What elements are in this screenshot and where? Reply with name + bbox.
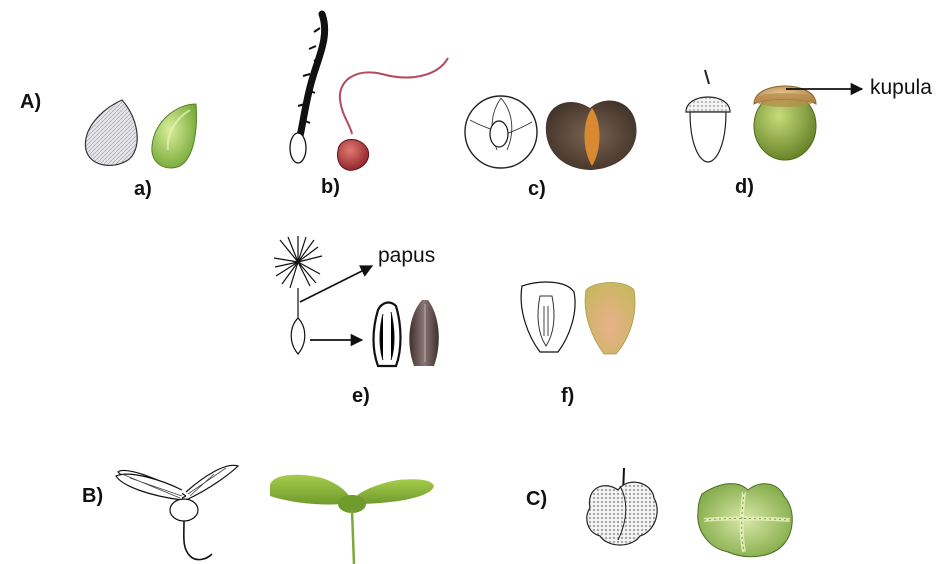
section-label-C: C) bbox=[526, 488, 547, 511]
section-label-B: B) bbox=[82, 485, 103, 508]
fig-B-photo bbox=[270, 475, 434, 564]
fig-label-b: b) bbox=[321, 176, 340, 199]
fig-label-f: f) bbox=[561, 385, 574, 408]
fig-f-drawing bbox=[521, 282, 575, 352]
fig-B-drawing bbox=[116, 465, 238, 559]
fig-c-drawing bbox=[465, 96, 537, 168]
fig-C-photo bbox=[698, 484, 792, 557]
annotation-kupula: kupula bbox=[870, 76, 932, 100]
fig-c-photo bbox=[546, 101, 637, 170]
fig-e-achene-drawing bbox=[374, 303, 401, 366]
fig-b-drawing bbox=[290, 14, 325, 163]
fig-C-drawing bbox=[587, 468, 657, 545]
fig-f-photo bbox=[585, 283, 635, 355]
fig-label-c: c) bbox=[528, 178, 546, 201]
annotation-papus: papus bbox=[378, 244, 435, 268]
papus-arrow bbox=[300, 266, 372, 302]
fig-b-photo bbox=[337, 58, 448, 170]
fig-d-photo bbox=[754, 86, 816, 160]
fig-a-photo bbox=[152, 104, 197, 168]
fig-a-drawing bbox=[85, 100, 137, 165]
fig-label-d: d) bbox=[735, 176, 754, 199]
fig-e-photo bbox=[409, 300, 438, 366]
fig-label-e: e) bbox=[352, 385, 370, 408]
fig-d-drawing bbox=[686, 70, 730, 162]
section-label-A: A) bbox=[20, 91, 41, 114]
fig-label-a: a) bbox=[134, 178, 152, 201]
